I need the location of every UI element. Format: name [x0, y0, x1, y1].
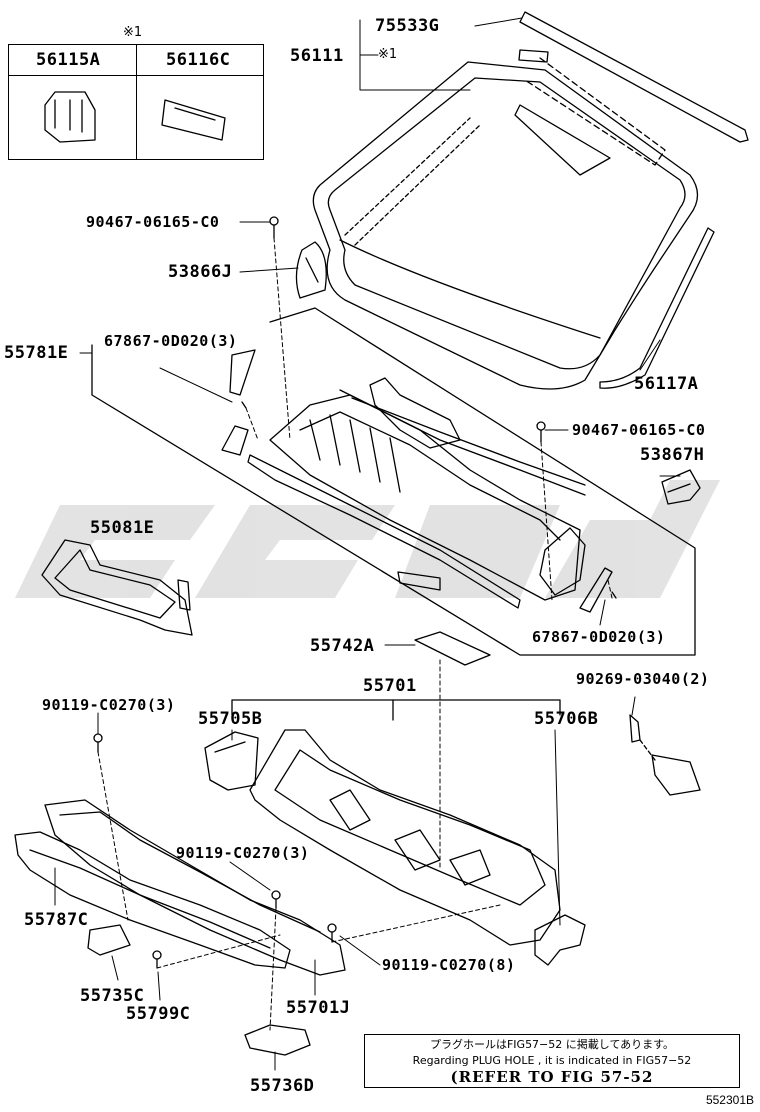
note-english-line: Regarding PLUG HOLE , it is indicated in…: [412, 1054, 692, 1067]
part-56115a-label[interactable]: 56115A: [36, 50, 101, 70]
part-67867-0d020-top-label[interactable]: 67867-0D020(3): [104, 332, 238, 350]
part-56111-footnote-mark: ※1: [378, 47, 398, 62]
bracket-53867h: [661, 469, 701, 505]
part-90119-c0270-left-label[interactable]: 90119-C0270(3): [42, 696, 176, 714]
part-75533g-label[interactable]: 75533G: [375, 16, 440, 36]
roof-molding: [519, 11, 749, 143]
part-55706b-label[interactable]: 55706B: [534, 709, 599, 729]
part-90269-03040-label[interactable]: 90269-03040(2): [576, 670, 710, 688]
part-55799c-label[interactable]: 55799C: [126, 1004, 191, 1024]
part-90467-06165-c0-right-label[interactable]: 90467-06165-C0: [572, 421, 706, 439]
part-55735c-label[interactable]: 55735C: [80, 986, 145, 1006]
part-55705b-label[interactable]: 55705B: [198, 709, 263, 729]
variant-inset-box: [8, 44, 264, 160]
reference-note-box: プラグホールはFIG57−52 に掲載してあります。 Regarding PLU…: [364, 1034, 740, 1088]
inset-footnote-mark: ※1: [123, 25, 143, 40]
part-55701-label[interactable]: 55701: [363, 676, 417, 696]
part-55787c-label[interactable]: 55787C: [24, 910, 89, 930]
cowl-louver: [247, 377, 586, 609]
part-55742a-label[interactable]: 55742A: [310, 636, 375, 656]
side-molding: [599, 227, 715, 389]
bracket-53866j: [295, 241, 327, 299]
part-90119-c0270-right-label[interactable]: 90119-C0270(8): [382, 956, 516, 974]
inset-divider: [136, 45, 137, 159]
part-55701j-label[interactable]: 55701J: [286, 998, 351, 1018]
part-56116c-label[interactable]: 56116C: [166, 50, 231, 70]
part-53867h-label[interactable]: 53867H: [640, 445, 705, 465]
bracket-55736d: [244, 1024, 311, 1056]
part-56111-label[interactable]: 56111: [290, 46, 344, 66]
windshield-glass: [312, 57, 699, 390]
bracket-55735c: [87, 924, 131, 956]
cowl-rails: [14, 799, 346, 976]
part-53866j-label[interactable]: 53866J: [168, 262, 233, 282]
part-90467-06165-c0-top-label[interactable]: 90467-06165-C0: [86, 213, 220, 231]
figure-id: 552301B: [705, 1093, 754, 1107]
note-japanese-line: プラグホールはFIG57−52 に掲載してあります。: [429, 1038, 675, 1051]
part-55736d-label[interactable]: 55736D: [250, 1076, 315, 1096]
part-55781e-label[interactable]: 55781E: [4, 343, 69, 363]
inset-clips: [44, 91, 226, 143]
leader-lines: [54, 17, 681, 1071]
watermark-logo: [15, 480, 720, 598]
louver-group-outline: [91, 307, 696, 656]
part-56117a-label[interactable]: 56117A: [634, 374, 699, 394]
part-67867-0d020-bottom-label[interactable]: 67867-0D020(3): [532, 628, 666, 646]
panel-55081e: [41, 539, 193, 636]
part-90119-c0270-mid-label[interactable]: 90119-C0270(3): [176, 844, 310, 862]
pad-55742a: [414, 631, 491, 666]
part-55081e-label[interactable]: 55081E: [90, 518, 155, 538]
note-refer-link[interactable]: (REFER TO FIG 57-52: [450, 1068, 654, 1086]
